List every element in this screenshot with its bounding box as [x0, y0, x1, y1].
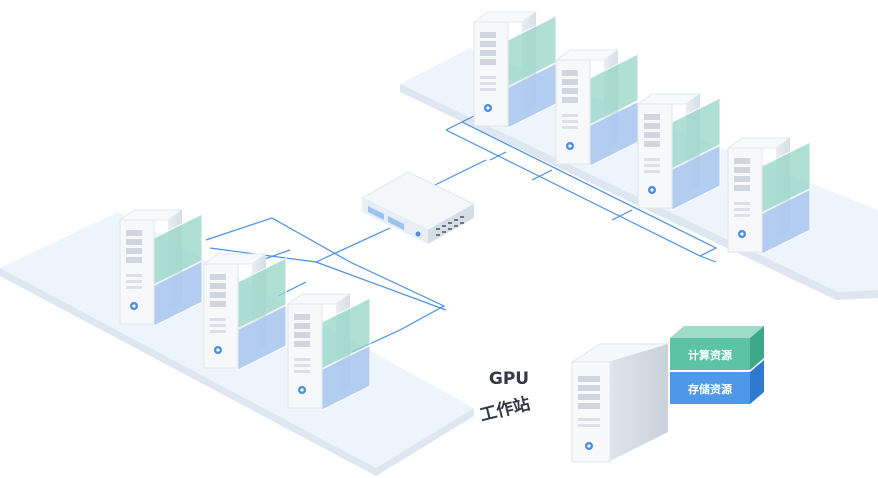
- gpu-workstation-icon: [570, 343, 670, 463]
- storage-resource-label: 存储资源: [688, 382, 732, 396]
- server-tower-icon: [555, 49, 639, 167]
- network-switch-icon: [360, 171, 476, 244]
- network-links: [205, 113, 718, 353]
- server-tower-icon: [473, 11, 557, 129]
- gpu-label-line2: 工作站: [478, 393, 533, 426]
- compute-resource-label: 计算资源: [688, 348, 732, 362]
- storage-resource-box: 存储资源: [670, 360, 764, 404]
- compute-resource-box: 计算资源: [670, 326, 764, 370]
- gpu-label-line1: GPU: [489, 369, 529, 389]
